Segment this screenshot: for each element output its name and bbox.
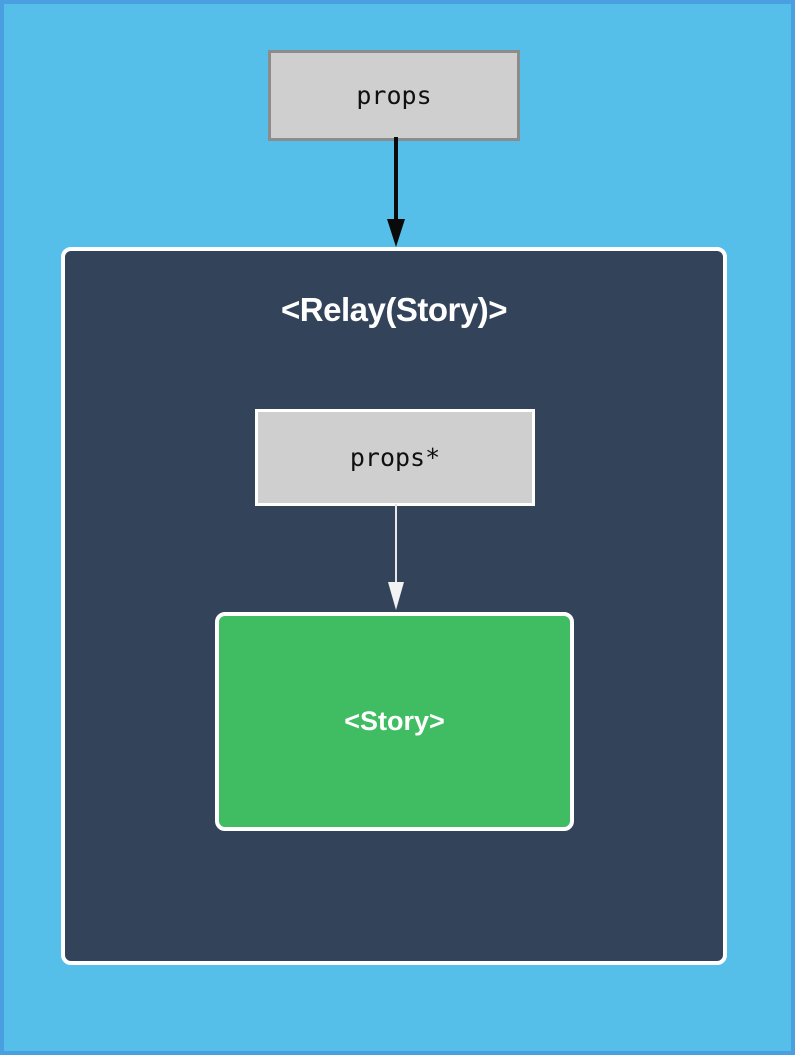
- node-relay-story-container[interactable]: <Relay(Story)>: [61, 247, 727, 965]
- node-story-label: <Story>: [344, 706, 445, 736]
- node-props-outer[interactable]: props: [268, 50, 520, 141]
- node-story[interactable]: <Story>: [215, 612, 574, 831]
- edge-props-to-container: [387, 137, 405, 247]
- node-props-inner-label: props*: [349, 443, 441, 472]
- node-props-outer-label: props: [356, 81, 432, 110]
- edge-inner-props-to-story: [388, 504, 404, 610]
- diagram-canvas: props <Relay(Story)> props* <Story>: [4, 4, 791, 1051]
- node-relay-story-title: <Relay(Story)>: [281, 291, 507, 328]
- node-props-inner[interactable]: props*: [255, 409, 535, 506]
